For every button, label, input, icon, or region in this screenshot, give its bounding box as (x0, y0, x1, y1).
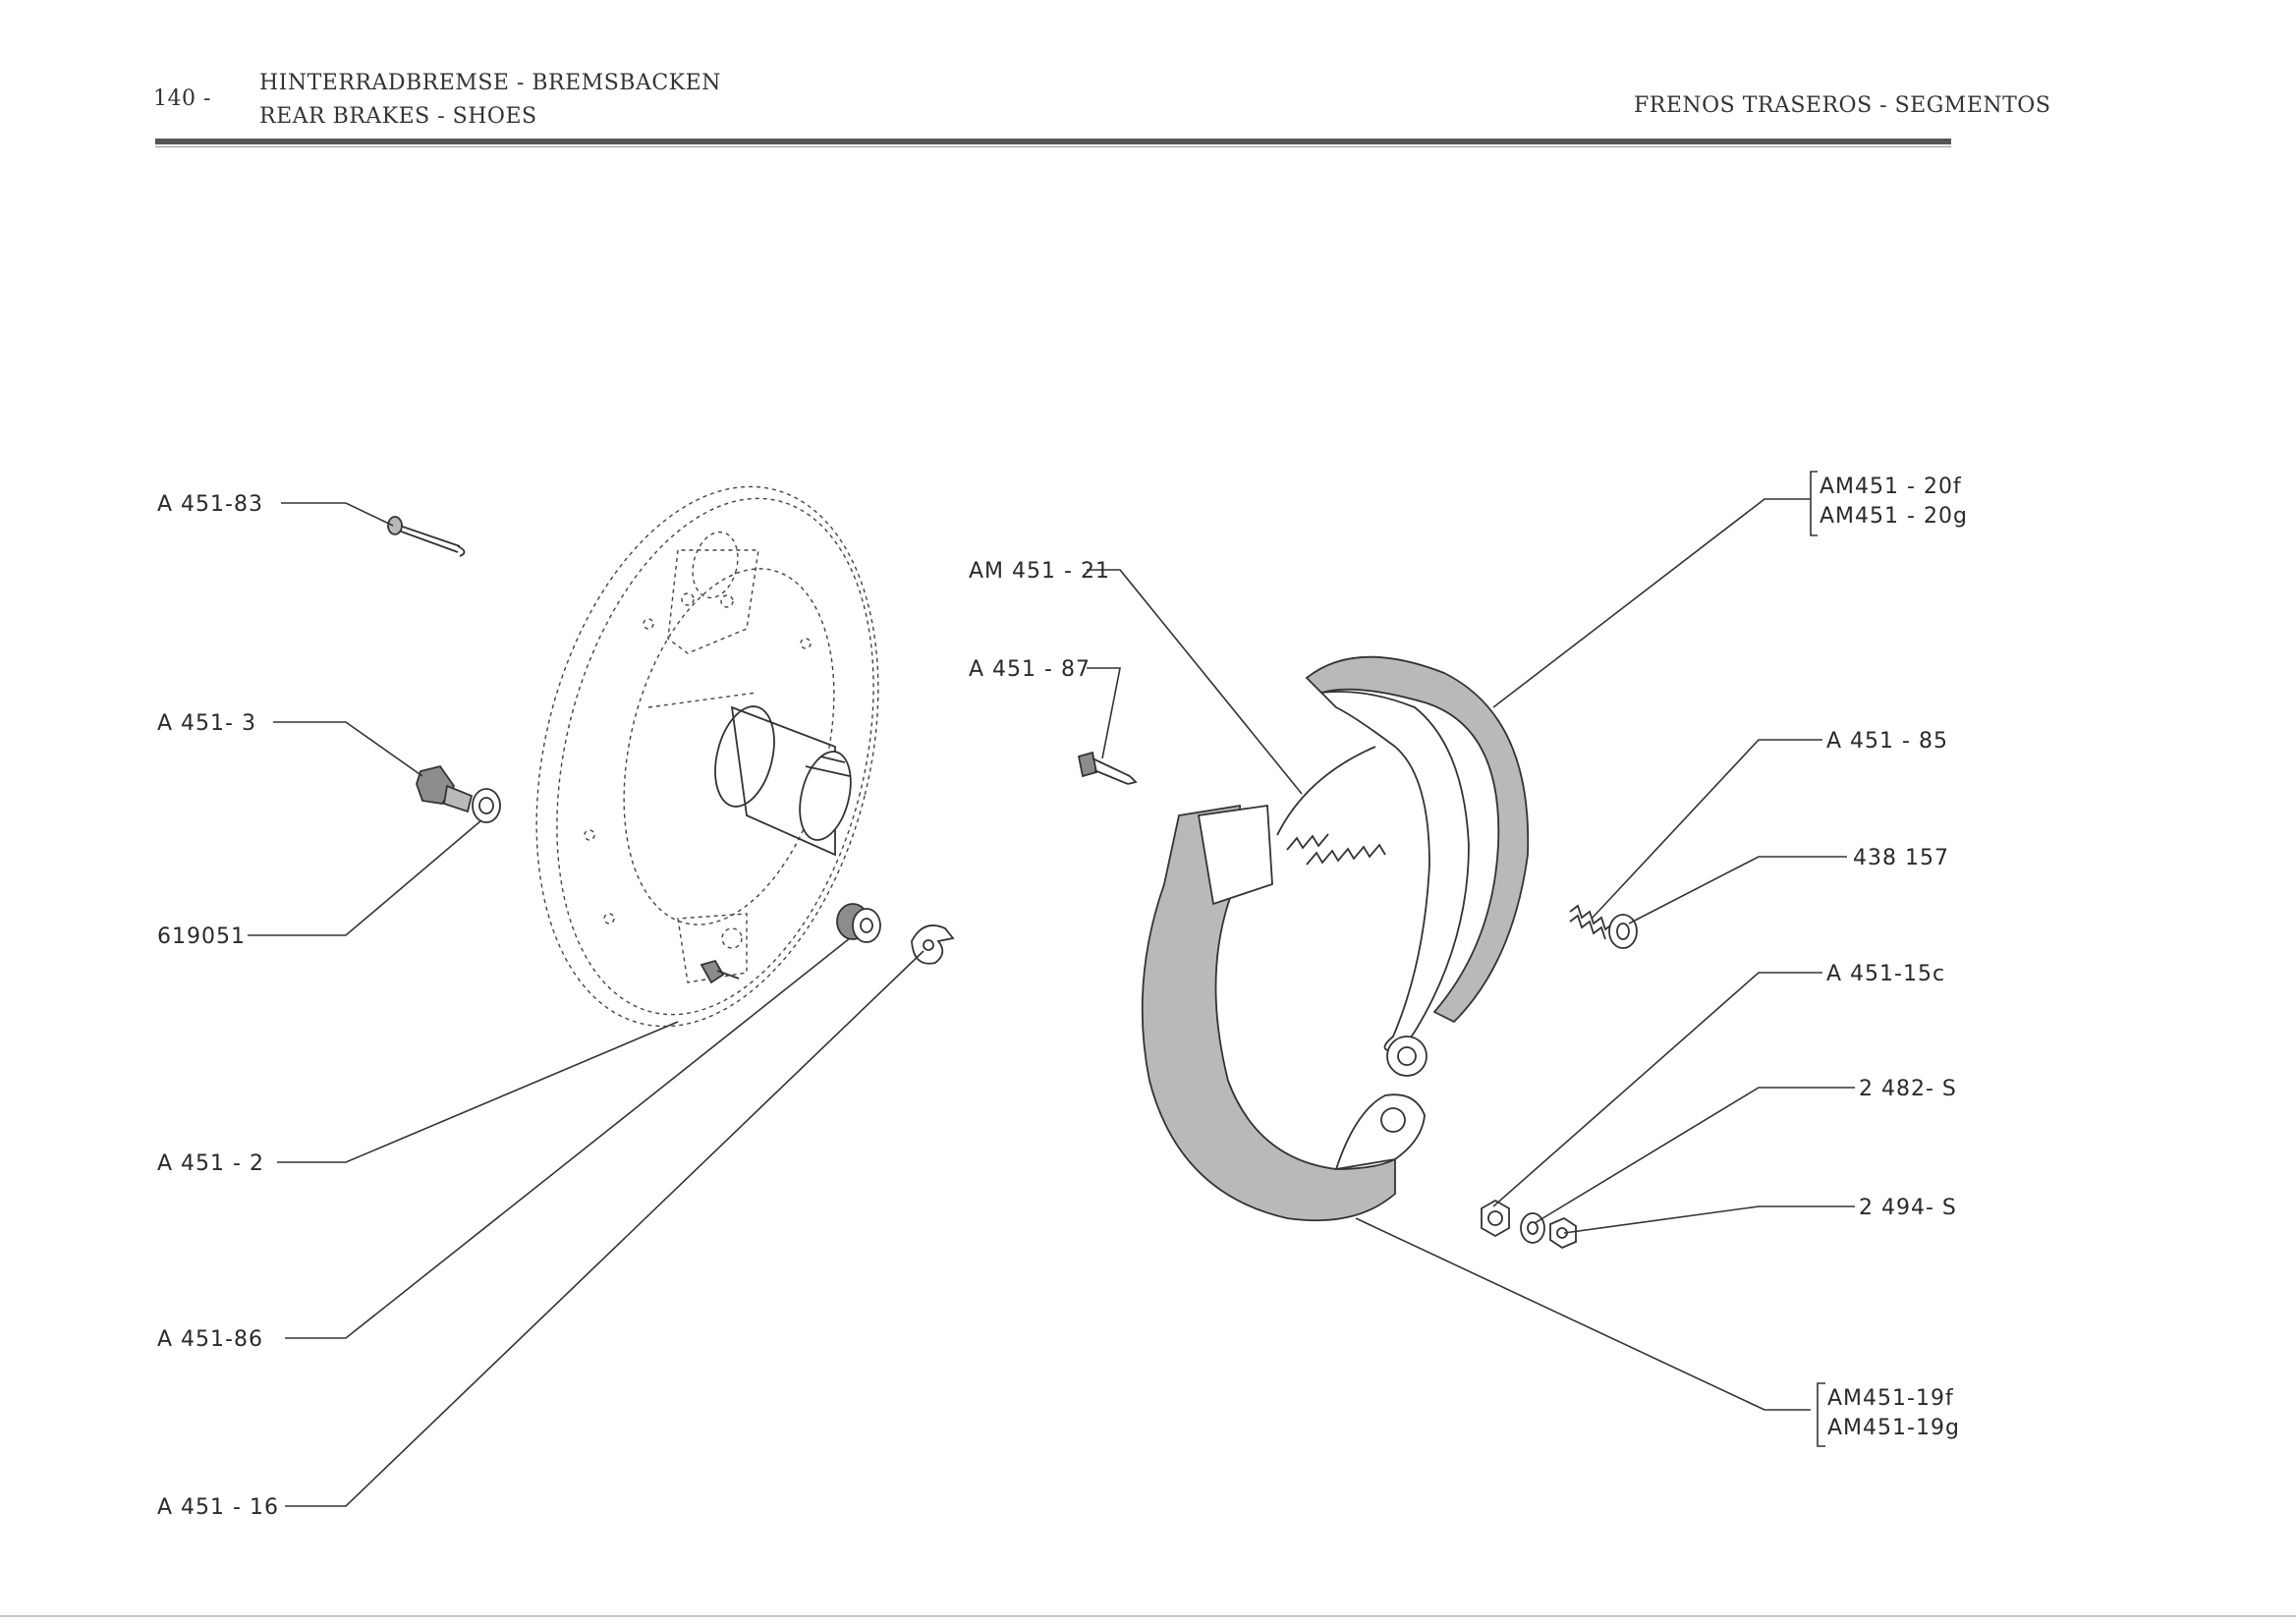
brake-shoe-lower (1141, 804, 1426, 1222)
header-divider-thin (155, 146, 1951, 147)
label-am451-20f: AM451 - 20f (1820, 475, 1962, 499)
label-a451-83: A 451-83 (157, 492, 263, 517)
castle-nut-2494-s (1549, 1216, 1577, 1250)
label-am451-21: AM 451 - 21 (969, 559, 1110, 584)
label-a451-16: A 451 - 16 (157, 1495, 279, 1520)
page-number: 140 - (153, 86, 211, 111)
label-2482-s: 2 482- S (1859, 1077, 1957, 1101)
pin-a451-83 (387, 516, 466, 557)
leader-lines (248, 471, 1855, 1507)
brake-axle-flange (714, 705, 852, 857)
label-619051: 619051 (157, 924, 246, 949)
pin-a451-87 (1077, 751, 1138, 785)
washer-2482-s (1520, 1212, 1545, 1244)
washer-619051 (472, 788, 501, 823)
label-a451-15c: A 451-15c (1826, 962, 1945, 986)
label-am451-19f: AM451-19f (1827, 1386, 1954, 1411)
label-am451-20g: AM451 - 20g (1820, 504, 1968, 529)
page-title-english: REAR BRAKES - SHOES (259, 104, 537, 129)
page-title-spanish: FRENOS TRASEROS - SEGMENTOS (1634, 93, 2051, 118)
label-a451-85: A 451 - 85 (1826, 729, 1948, 754)
spring-a451-85 (1569, 904, 1614, 940)
label-a451-3: A 451- 3 (157, 711, 256, 736)
page-title-german: HINTERRADBREMSE - BREMSBACKEN (259, 71, 721, 95)
return-spring-am451-21 (1276, 746, 1386, 866)
cup-438157 (1608, 914, 1638, 949)
bolt-a451-2 (700, 959, 740, 984)
lock-plate-a451-16 (911, 924, 955, 965)
label-a451-87: A 451 - 87 (969, 657, 1091, 682)
header-divider (155, 139, 1951, 144)
bushing-a451-86 (836, 903, 881, 943)
label-a451-86: A 451-86 (157, 1327, 263, 1352)
label-2494-s: 2 494- S (1859, 1196, 1957, 1220)
bolt-a451-3 (416, 764, 474, 813)
bottom-edge (0, 1615, 2296, 1617)
label-a451-2: A 451 - 2 (157, 1151, 264, 1176)
nut-a451-15c (1481, 1199, 1510, 1238)
label-am451-19g: AM451-19g (1827, 1416, 1960, 1440)
label-438157: 438 157 (1853, 846, 1949, 870)
brake-shoe-upper (1305, 655, 1530, 1077)
